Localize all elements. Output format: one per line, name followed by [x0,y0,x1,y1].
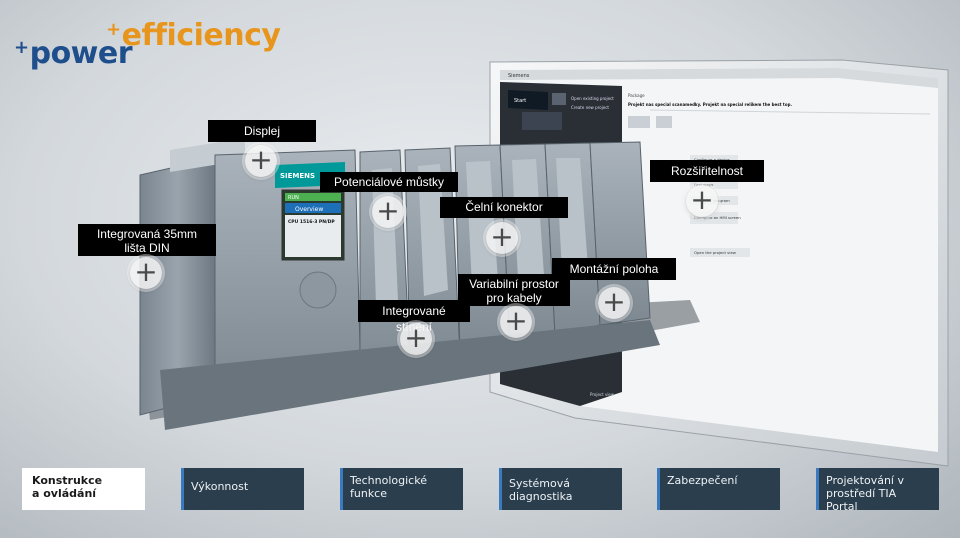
nav-projektovani-tia[interactable]: Projektování v prostředí TIA Portal [816,468,939,513]
logo-efficiency: +efficiency [106,18,281,53]
logo-power-plus: + [14,37,29,58]
callout-variabilni-line1: Variabilní prostor [469,277,559,291]
callout-displej: Displej [208,120,316,142]
question-text: Projekt nas special scanamedky. Projekt … [628,102,792,107]
nav-systemova-line1: Systémová [509,477,570,490]
first-steps: First steps [694,182,713,187]
nav-technologicke-line2: funkce [350,487,388,500]
logo-power-text: power [29,36,133,71]
device-screen-title: Overview [295,206,323,213]
package-label: Package [628,93,645,98]
create-new: Create new project [571,105,609,110]
hotspot-montazni-poloha[interactable]: + [598,287,630,319]
callout-potencialove-mustky: Potenciálové můstky [320,172,458,192]
project-view-link: Project view [590,392,615,397]
nav-systemova-line2: diagnostika [509,490,573,503]
hotspot-displej[interactable]: + [245,145,277,177]
logo-power: +power [14,36,133,71]
callout-variabilni-prostor: Variabilní prostor pro kabely [458,274,570,306]
hotspot-integrovane-stineni[interactable]: + [400,323,432,355]
callout-integrovane-stineni: Integrované stínění [358,300,470,334]
logo-efficiency-text: efficiency [121,18,281,53]
cpu-nav-pad [299,271,337,309]
nav-projektovani-line2: prostředí TIA Portal [826,487,897,513]
nav-zabezpeceni[interactable]: Zabezpečení [657,468,780,510]
app-title: Siemens [508,73,530,79]
nav-zabezpeceni-line1: Zabezpečení [667,474,738,487]
nav-technologicke-funkce[interactable]: Technologické funkce [340,468,463,510]
nav-konstrukce-line2: a ovládání [32,487,97,500]
nav-projektovani-line1: Projektování v [826,474,904,487]
callout-variabilni-line2: pro kabely [486,291,542,305]
nav-systemova-diagnostika[interactable]: Systémová diagnostika [499,468,622,510]
nav-vykonnost-line1: Výkonnost [191,480,249,493]
callout-din-line2: lišta DIN [124,241,170,255]
nav-konstrukce-line1: Konstrukce [32,474,103,487]
menu-start: Start [514,98,526,104]
callout-din-line1: Integrovaná 35mm [96,227,198,241]
callout-celni-konektor: Čelní konektor [440,197,568,218]
shield-connectors [160,320,660,430]
nav-technologicke-line1: Technologické [350,474,427,487]
logo-efficiency-plus: + [106,19,121,40]
nav-vykonnost[interactable]: Výkonnost [181,468,304,510]
callout-din-rail: Integrovaná 35mm lišta DIN [78,224,216,256]
open-view: Open the project view [694,250,736,255]
menu-start-tile [508,90,548,110]
callout-rozsiritelnost: Rozšiřitelnost [650,160,764,182]
title-bar [500,68,938,88]
configure-device: Configure a device [694,157,730,162]
hotspot-din-rail[interactable]: + [130,257,162,289]
configure-hmi: Configure an HMI screen [694,215,741,220]
nav-konstrukce[interactable]: Konstrukce a ovládání [22,468,145,510]
hotspot-celni-konektor[interactable]: + [486,222,518,254]
callout-montazni-poloha: Montážní poloha [552,258,676,280]
hotspot-rozsiritelnost[interactable]: + [686,185,718,217]
hotspot-variabilni-prostor[interactable]: + [500,306,532,338]
device-brand: SIEMENS [280,172,315,180]
open-existing: Open existing project [571,96,614,101]
hotspot-potencialove-mustky[interactable]: + [372,196,404,228]
device-status: RUN [288,195,299,201]
device-cpu: CPU 1516-3 PN/DP [288,219,335,225]
